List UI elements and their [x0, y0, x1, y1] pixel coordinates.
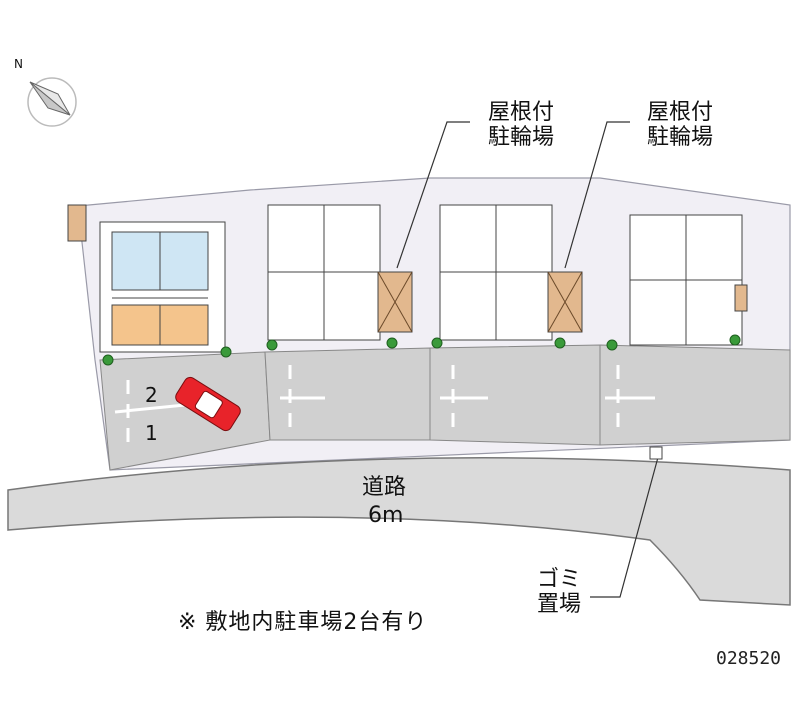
compass-north-label: N [14, 57, 23, 71]
garbage-label: ゴミ 置場 [536, 567, 581, 618]
compass-icon [27, 77, 77, 127]
bike-parking-label-2: 屋根付 駐輪場 [646, 100, 713, 151]
parking-slot-2: 2 [145, 383, 158, 407]
car-icon [175, 376, 241, 432]
tree-icons [102, 334, 741, 366]
parking-markers [114, 365, 655, 450]
road [7, 457, 791, 606]
road-label: 道路 [362, 475, 407, 500]
garbage-area [649, 446, 663, 460]
paved-areas [99, 344, 791, 471]
parking-note: ※ 敷地内駐車場2台有り [178, 610, 428, 635]
property-code: 028520 [716, 648, 782, 669]
leader-lines [396, 121, 661, 598]
building-2 [267, 204, 413, 341]
parking-slot-1: 1 [145, 421, 158, 445]
building-4 [629, 214, 748, 346]
building-3 [439, 204, 583, 341]
road-width-label: 6m [368, 503, 404, 528]
bike-parking-label-1: 屋根付 駐輪場 [487, 100, 554, 151]
building-1 [67, 204, 226, 353]
